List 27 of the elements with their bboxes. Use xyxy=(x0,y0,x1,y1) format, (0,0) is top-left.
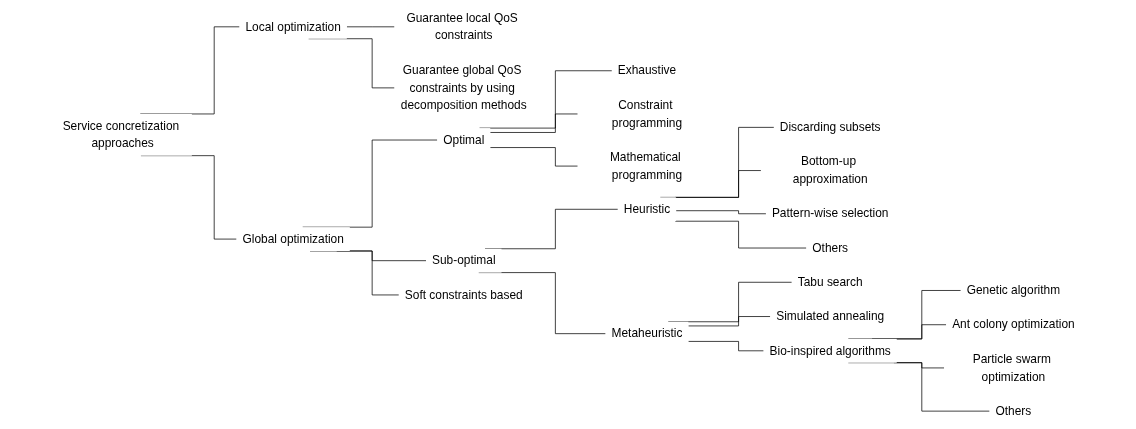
node-text: Constraint programming xyxy=(611,98,683,129)
node-text: Exhaustive xyxy=(617,64,677,77)
connector xyxy=(674,170,762,198)
connector xyxy=(479,70,613,129)
node-text: Guarantee local QoS constraints xyxy=(406,11,518,42)
node-text: Tabu search xyxy=(797,275,863,289)
node-text: Simulated annealing xyxy=(776,309,885,323)
node-text: Soft constraints based xyxy=(404,288,523,301)
node-text: Others xyxy=(995,404,1032,418)
node-text: Ant colony optimization xyxy=(952,318,1075,331)
node-text: Mathematical programming xyxy=(609,150,683,181)
node-text: Optimal xyxy=(443,133,485,146)
connector xyxy=(688,341,764,352)
node-text: Heuristic xyxy=(623,202,671,216)
connector xyxy=(674,220,807,249)
connector xyxy=(489,113,579,133)
node-text: Bottom-up approximation xyxy=(792,154,868,186)
connector xyxy=(489,147,579,167)
node-text: Genetic algorithm xyxy=(966,283,1061,297)
node-text: Particle swarm optimization xyxy=(972,352,1051,383)
node-text: Others xyxy=(812,241,849,254)
node-text: Guarantee global QoS constraints by using decomposition methods xyxy=(400,63,527,112)
connector xyxy=(309,250,400,296)
node-text: Discarding subsets xyxy=(779,120,881,134)
connector xyxy=(688,316,771,327)
node-text: Pattern-wise selection xyxy=(771,207,889,220)
connector xyxy=(675,210,767,215)
